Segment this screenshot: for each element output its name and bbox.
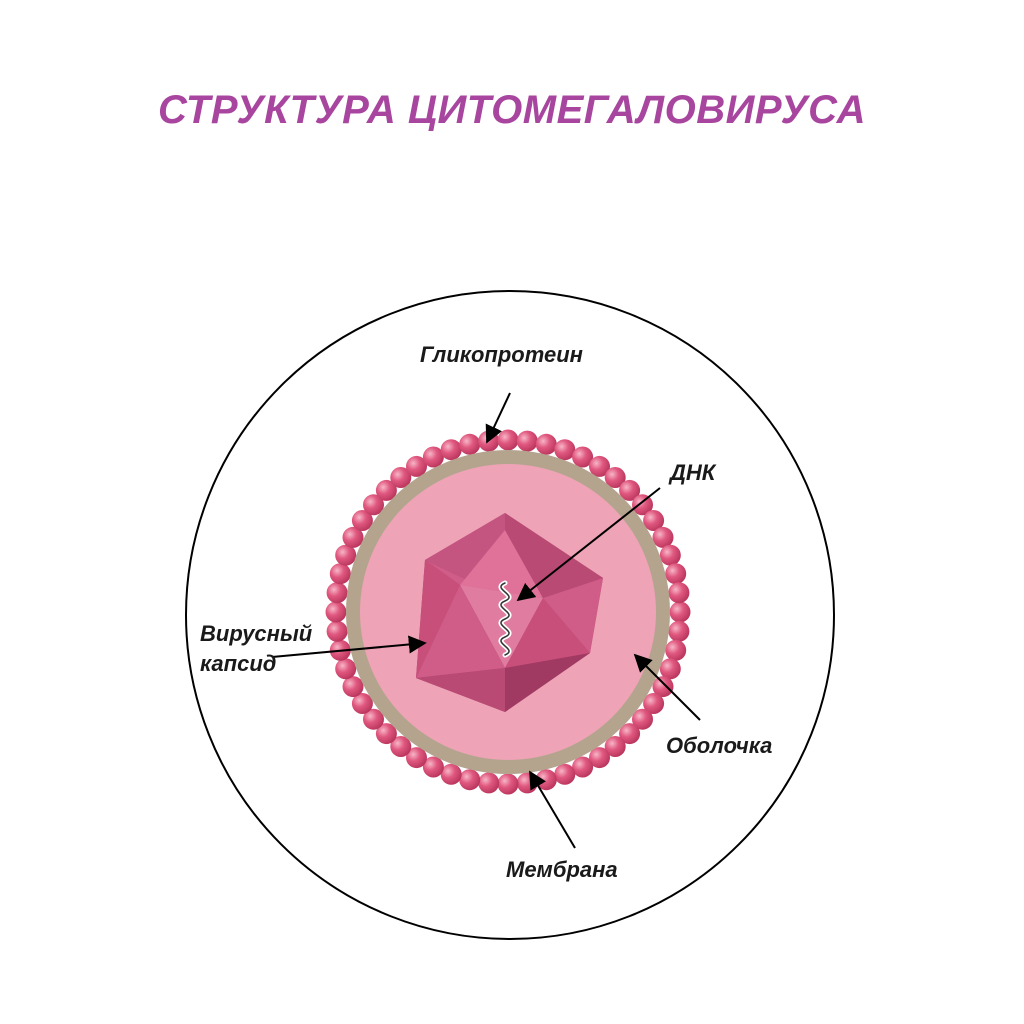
glycoprotein-bead [652,676,674,698]
label-dna: ДНК [668,460,717,485]
glycoprotein-bead [478,772,500,794]
glycoprotein-bead [659,544,681,566]
glycoprotein-bead [572,756,594,778]
glycoprotein-bead [665,639,687,661]
glycoprotein-bead [643,510,665,531]
glycoprotein-bead [422,756,444,778]
glycoprotein-bead [326,582,348,604]
dna-arrow [516,487,661,602]
glycoprotein-bead [390,736,412,757]
capsid-arrow [271,635,427,658]
glycoprotein-bead [422,446,444,468]
glycoprotein-bead [325,601,347,623]
glycoprotein-bead [632,708,653,730]
label-capsid-line1: Вирусный [200,621,313,646]
glycoprotein-bead [363,708,384,730]
glycoprotein-arrow [485,392,511,444]
glycoprotein-bead [604,467,626,488]
glycoprotein-bead [652,526,674,548]
label-capsid-line2: капсид [200,651,276,676]
glycoprotein-bead [440,439,462,461]
glycoprotein-bead [572,446,594,468]
glycoprotein-bead [390,467,412,488]
label-glycoprotein: Гликопротеин [420,342,583,367]
glycoprotein-bead [516,430,538,452]
glycoprotein-bead [335,658,357,680]
glycoprotein-bead [375,723,397,745]
glycoprotein-bead [440,763,462,785]
glycoprotein-bead [535,433,557,455]
glycoprotein-bead [665,563,687,585]
glycoprotein-bead [669,601,691,623]
glycoprotein-bead [554,763,576,785]
glycoprotein-bead [478,430,500,452]
glycoprotein-bead [668,582,690,604]
glycoprotein-bead [375,479,397,501]
diagram-title: СТРУКТУРА ЦИТОМЕГАЛОВИРУСА [158,88,866,132]
glycoprotein-bead [497,429,519,451]
glycoprotein-bead [604,736,626,757]
glycoprotein-bead [632,494,653,516]
glycoprotein-bead [363,494,384,516]
glycoprotein-bead [619,479,641,501]
glycoprotein-bead [329,563,351,585]
glycoprotein-bead [406,455,427,477]
label-envelope: Оболочка [666,733,772,758]
glycoprotein-bead [659,658,681,680]
glycoprotein-bead [326,620,348,642]
glycoprotein-bead [668,620,690,642]
glycoprotein-bead [351,693,373,714]
glycoprotein-bead [516,772,538,794]
glycoprotein-bead [589,455,610,477]
glycoprotein-bead [459,433,481,455]
glycoprotein-bead [342,676,364,698]
glycoprotein-bead [342,526,364,548]
label-membrane: Мембрана [506,857,618,882]
glycoprotein-bead [406,747,427,769]
glycoprotein-bead [459,769,481,791]
glycoprotein-bead [619,723,641,745]
glycoprotein-bead [335,544,357,566]
glycoprotein-bead [497,773,519,795]
envelope-arrow [633,653,701,721]
membrane-arrow [529,770,576,849]
glycoprotein-bead [554,439,576,461]
glycoprotein-bead [643,693,665,714]
glycoprotein-bead [351,510,373,531]
glycoprotein-bead [589,747,610,769]
